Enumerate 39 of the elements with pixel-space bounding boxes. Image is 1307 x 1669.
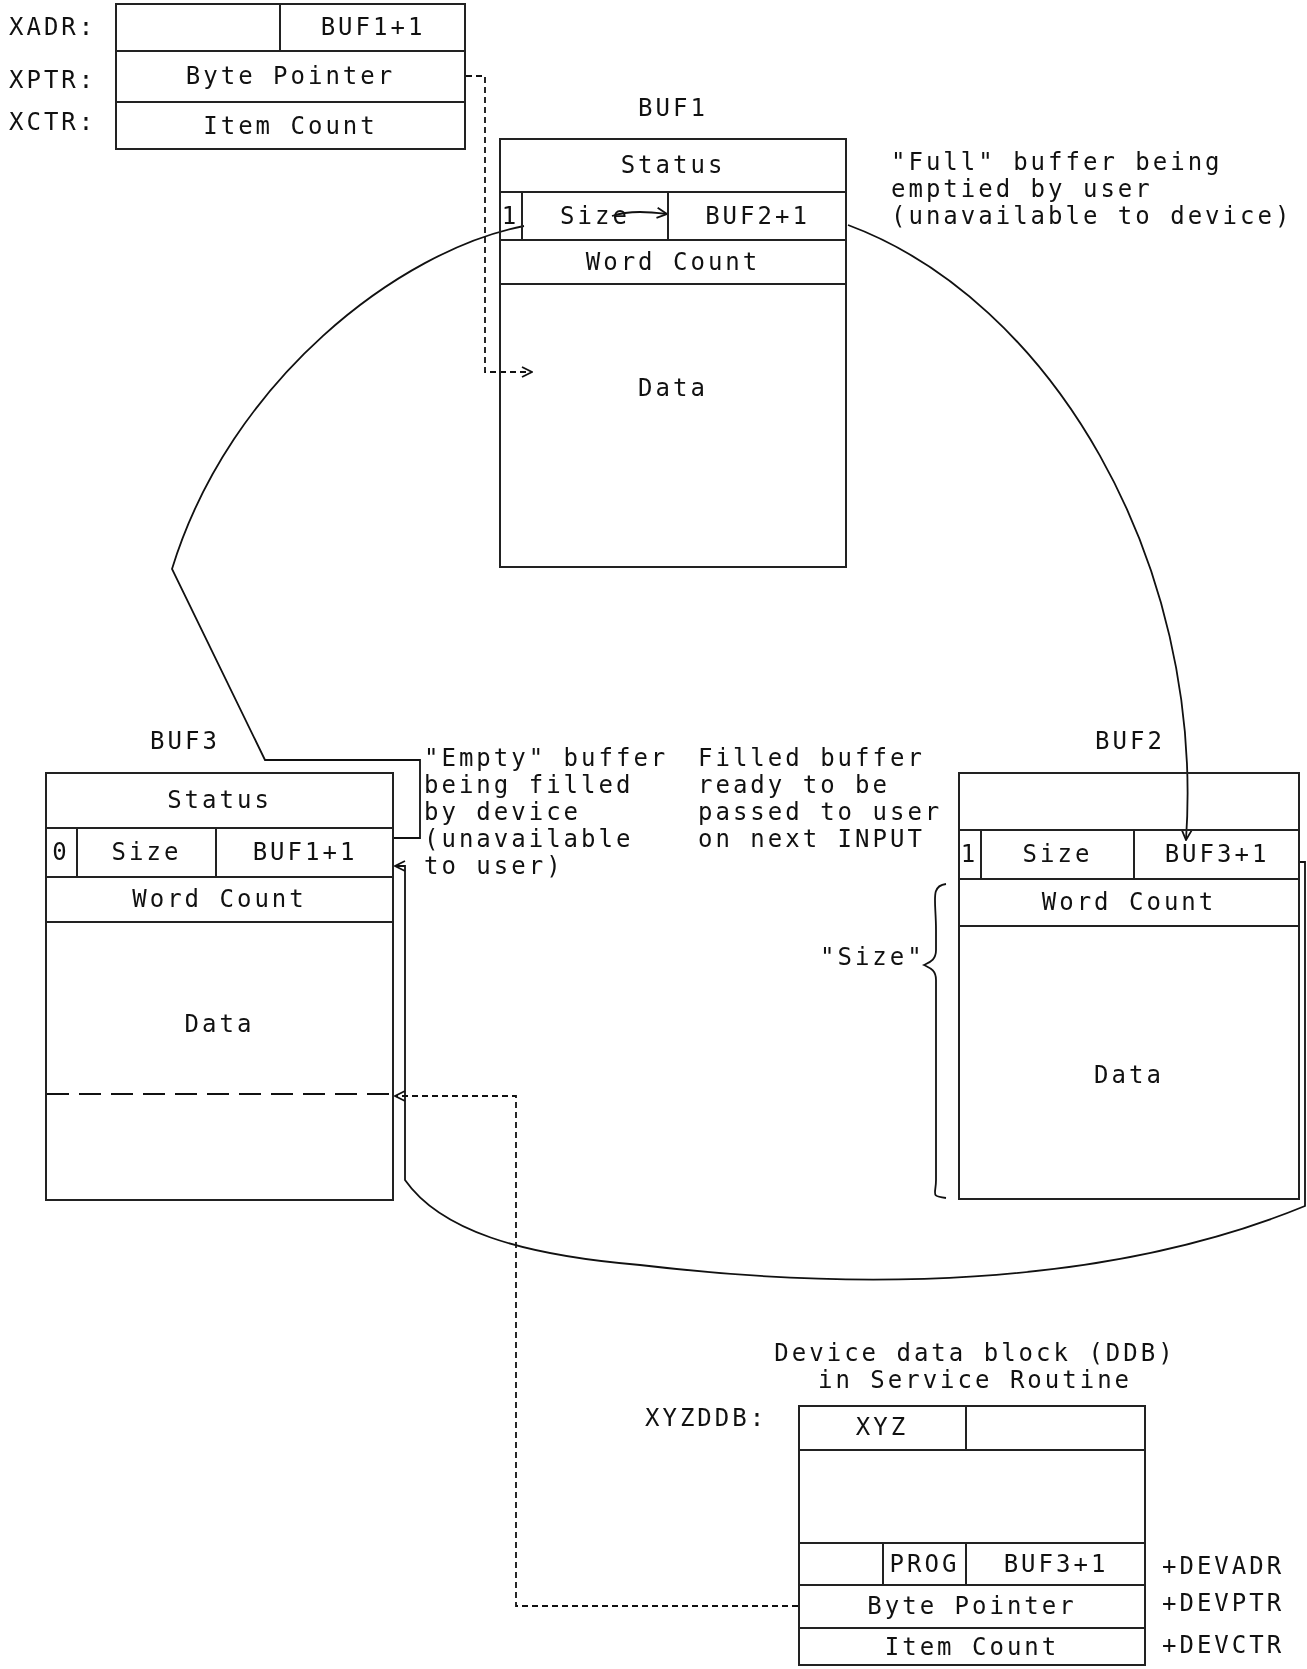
- address-label: +DEVPTR: [1162, 1590, 1285, 1617]
- address-label: "Size": [820, 944, 925, 971]
- memory-word-cell: Byte Pointer: [115, 51, 466, 102]
- memory-word-cell: XYZ: [798, 1405, 966, 1450]
- pointer-arrow: [394, 860, 1306, 1281]
- buffer-heading: BUF1: [637, 95, 709, 122]
- address-label: XYZDDB:: [645, 1405, 768, 1432]
- memory-word-cell: Byte Pointer: [798, 1585, 1146, 1628]
- pointer-arrow: [394, 1090, 799, 1607]
- buffer-heading: Device data block (DDB) in Service Routine: [773, 1340, 1177, 1394]
- buffer-heading: BUF3: [149, 728, 221, 755]
- address-label: XADR:: [9, 14, 97, 41]
- memory-word-cell: Word Count: [45, 877, 394, 922]
- memory-word-cell: 1: [499, 192, 522, 240]
- note-text: "Full" buffer being emptied by user (unavailable to device): [891, 149, 1294, 230]
- note-text: Filled buffer ready to be passed to user on next INPUT: [698, 745, 944, 853]
- pointer-arrow: [847, 224, 1193, 841]
- memory-word-cell: Size: [522, 192, 668, 240]
- memory-word-cell: Size: [77, 828, 216, 877]
- note-text: "Empty" buffer being filled by device (unavailable to user): [424, 745, 670, 880]
- memory-word-cell: BUF1+1: [280, 3, 466, 51]
- address-label: +DEVADR: [1162, 1553, 1285, 1580]
- memory-word-cell: BUF3+1: [1134, 830, 1300, 879]
- memory-word-cell: BUF2+1: [668, 192, 847, 240]
- memory-word-cell: BUF1+1: [216, 828, 394, 877]
- memory-word-cell: BUF3+1: [966, 1543, 1146, 1585]
- memory-word-cell: 0: [45, 828, 77, 877]
- memory-word-cell: Size: [981, 830, 1134, 879]
- memory-word-cell: Word Count: [499, 240, 847, 284]
- address-label: XCTR:: [9, 109, 97, 136]
- memory-word-cell: PROG: [883, 1543, 966, 1585]
- pointer-arrow: [465, 75, 533, 378]
- address-label: +DEVCTR: [1162, 1632, 1285, 1659]
- memory-word-cell: Word Count: [958, 879, 1300, 926]
- connector-line: [171, 225, 525, 839]
- address-label: XPTR:: [9, 67, 97, 94]
- memory-word-cell: 1: [958, 830, 981, 879]
- buffer-heading: BUF2: [1094, 728, 1166, 755]
- pointer-arrow: [611, 207, 668, 219]
